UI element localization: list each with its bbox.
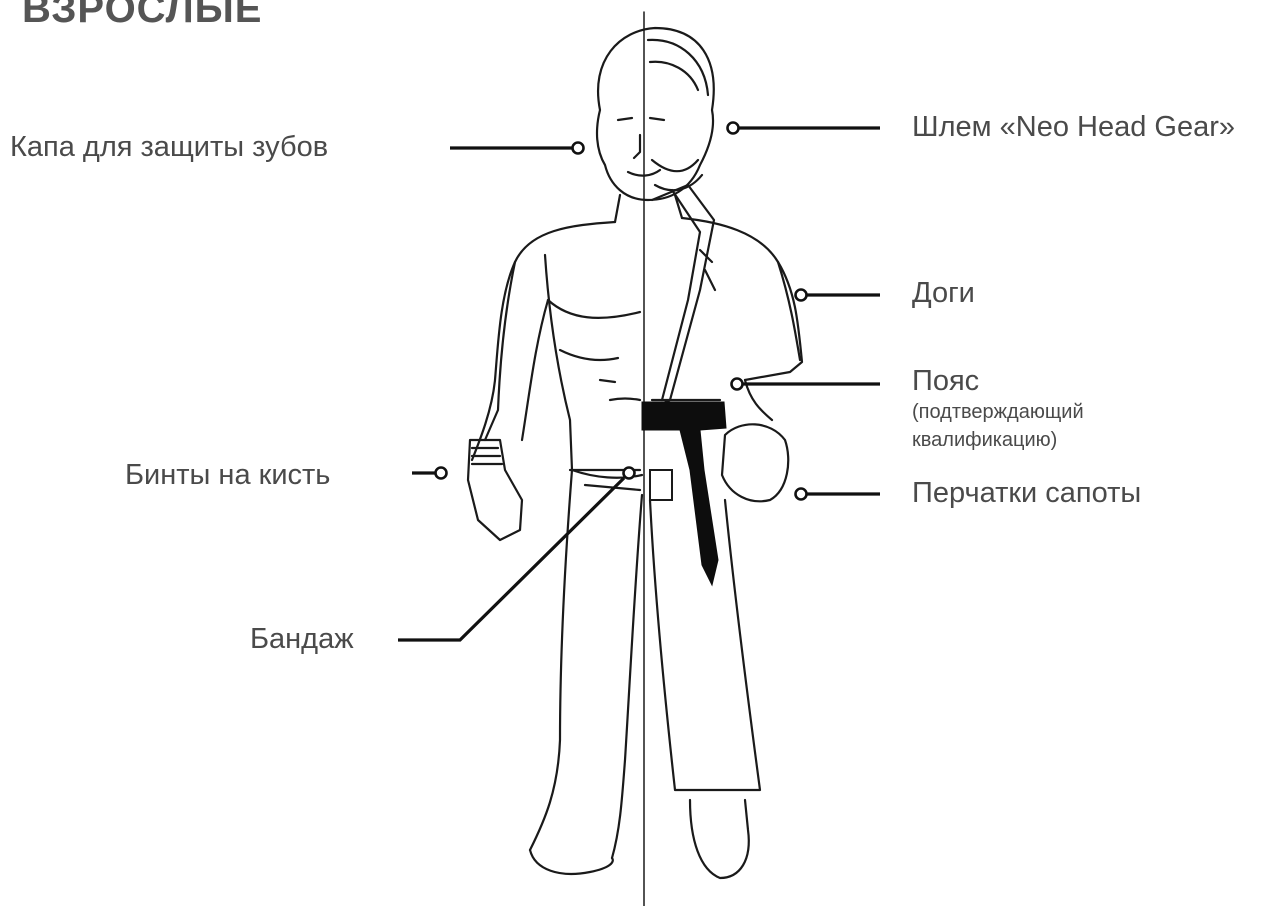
right-shoulder-gi bbox=[682, 218, 802, 380]
marker-helmet bbox=[728, 123, 739, 134]
label-helmet: Шлем «Neo Head Gear» bbox=[912, 110, 1235, 144]
marker-bandage bbox=[624, 468, 635, 479]
label-bandage: Бандаж bbox=[250, 622, 354, 656]
label-gloves: Перчатки сапоты bbox=[912, 476, 1141, 510]
right-foot bbox=[690, 800, 749, 878]
belt-tag bbox=[650, 470, 672, 500]
label-dogi: Доги bbox=[912, 276, 975, 310]
gi-lapel bbox=[648, 185, 714, 410]
label-belt-note-2: квалификацию) bbox=[912, 428, 1057, 452]
left-shoulder bbox=[472, 222, 615, 460]
leader-bandage bbox=[398, 478, 624, 640]
left-arm bbox=[485, 262, 548, 440]
marker-dogi bbox=[796, 290, 807, 301]
marker-belt bbox=[732, 379, 743, 390]
left-leg bbox=[530, 470, 642, 858]
label-wraps: Бинты на кисть bbox=[125, 458, 330, 492]
marker-mouthguard bbox=[573, 143, 584, 154]
left-foot bbox=[530, 850, 613, 874]
face-details bbox=[618, 118, 664, 176]
head-outline bbox=[597, 28, 714, 200]
label-belt-note-1: (подтверждающий bbox=[912, 400, 1084, 424]
marker-wraps bbox=[436, 468, 447, 479]
label-belt: Пояс bbox=[912, 364, 979, 398]
right-arm bbox=[745, 262, 800, 420]
label-mouthguard: Капа для защиты зубов bbox=[10, 130, 328, 164]
right-glove bbox=[722, 424, 788, 501]
marker-gloves bbox=[796, 489, 807, 500]
left-side-torso bbox=[545, 255, 572, 470]
